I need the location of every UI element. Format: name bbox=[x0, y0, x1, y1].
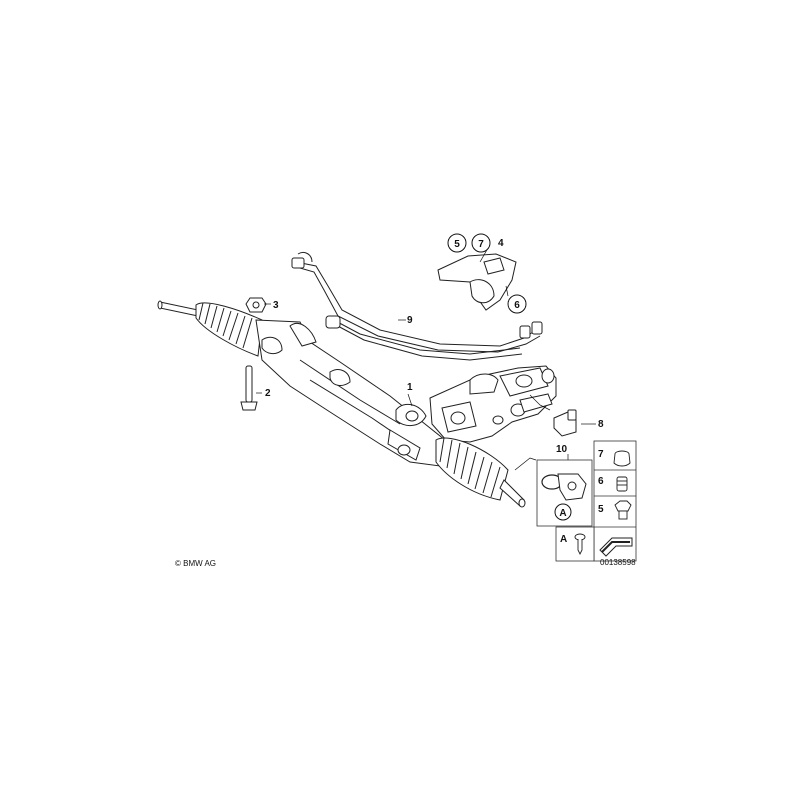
legend-7-label: 7 bbox=[598, 449, 604, 460]
detail-box-10: A bbox=[536, 459, 593, 527]
callout-5-circle: 5 bbox=[447, 233, 467, 253]
hydraulic-line-fittings bbox=[291, 257, 543, 339]
arrow-symbol-icon bbox=[599, 537, 633, 557]
right-tie-rod bbox=[499, 479, 526, 508]
callout-4: 4 bbox=[498, 238, 504, 249]
bolt-part-2 bbox=[240, 365, 258, 411]
bracket-assembly bbox=[437, 253, 517, 311]
left-steering-boot bbox=[195, 302, 263, 357]
legend-a-label: A bbox=[560, 534, 567, 545]
left-tie-rod bbox=[157, 300, 199, 317]
hex-bolt-icon bbox=[614, 500, 632, 520]
callout-7-circle: 7 bbox=[471, 233, 491, 253]
steering-rack-housing bbox=[255, 319, 446, 467]
callout-8: 8 bbox=[598, 419, 604, 430]
callout-2: 2 bbox=[265, 388, 271, 399]
diagram-number: 00138598 bbox=[600, 558, 636, 567]
sensor-part-10 bbox=[557, 473, 587, 501]
screw-icon bbox=[574, 533, 586, 556]
steering-valve-body bbox=[429, 365, 557, 443]
detail-a-label: A bbox=[559, 508, 566, 519]
callout-9: 9 bbox=[407, 315, 413, 326]
parts-legend-table: 7 6 5 A bbox=[555, 440, 637, 562]
copyright-text: © BMW AG bbox=[175, 559, 216, 568]
callout-1: 1 bbox=[407, 382, 413, 393]
callout-6-circle: 6 bbox=[507, 294, 527, 314]
bushing-icon bbox=[616, 476, 628, 492]
callout-10: 10 bbox=[556, 444, 568, 455]
callout-3: 3 bbox=[273, 300, 279, 311]
callout-5: 5 bbox=[454, 239, 460, 250]
leader-lines bbox=[256, 247, 596, 471]
legend-5-label: 5 bbox=[598, 504, 604, 515]
callout-6: 6 bbox=[514, 300, 520, 311]
callout-7: 7 bbox=[478, 239, 484, 250]
legend-6-label: 6 bbox=[598, 476, 604, 487]
hydraulic-lines bbox=[295, 251, 541, 361]
rubber-mount-icon bbox=[613, 450, 631, 467]
right-steering-boot bbox=[435, 437, 509, 501]
sensor-part-8 bbox=[553, 409, 577, 437]
nut-part-3 bbox=[245, 297, 267, 313]
